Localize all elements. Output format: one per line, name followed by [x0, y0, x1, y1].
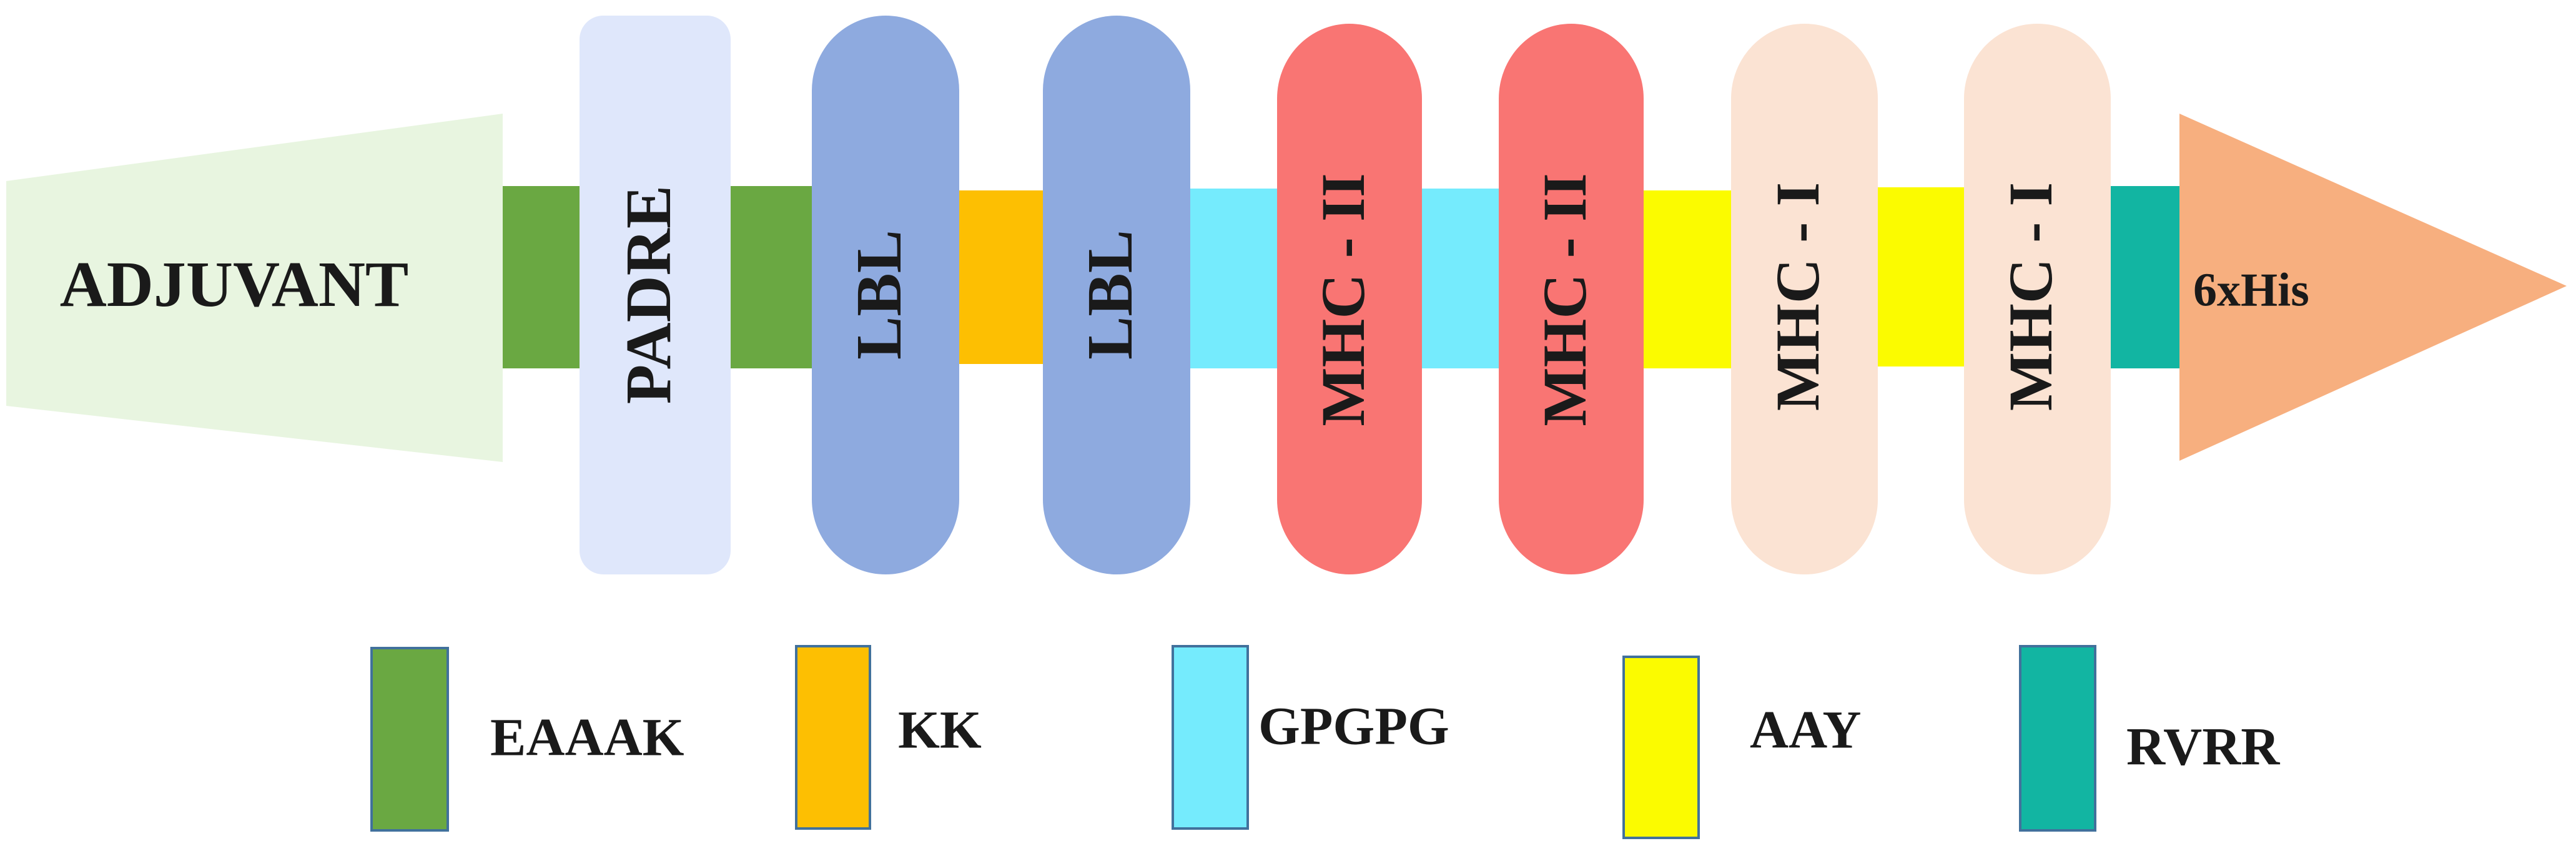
legend-label-gpgpg: GPGPG	[1258, 696, 1449, 756]
linker-aay-2	[1873, 187, 1970, 366]
legend-swatch-rvrr	[2019, 645, 2096, 832]
legend-swatch-gpgpg	[1172, 645, 1249, 830]
legend-swatch-eaaak	[370, 647, 449, 832]
linker-gpgpg-2	[1408, 189, 1505, 368]
mhc1-block-1	[1731, 24, 1878, 574]
legend-label-rvrr: RVRR	[2126, 717, 2280, 777]
legend-label-aay: AAY	[1750, 700, 1861, 760]
legend-item-aay: AAY	[1622, 656, 1861, 839]
legend: EAAAK KK GPGPG AAY RVRR	[370, 645, 2280, 839]
linker-aay-1	[1639, 190, 1736, 368]
lbl-label-1: LBL	[843, 230, 915, 360]
lbl-block-2	[1043, 16, 1190, 574]
padre-block	[580, 16, 731, 574]
mhc1-block-2	[1964, 24, 2111, 574]
lbl-label-2: LBL	[1074, 230, 1146, 360]
mhc2-block-1	[1277, 24, 1422, 574]
linker-gpgpg-1	[1180, 189, 1280, 368]
legend-swatch-kk	[795, 645, 871, 830]
adjuvant-label: ADJUVANT	[60, 248, 409, 320]
padre-label: PADRE	[613, 185, 684, 405]
mhc2-label-1: MHC - II	[1308, 173, 1378, 426]
his-tag-arrow	[2179, 114, 2567, 461]
linker-eaaak-1	[500, 186, 584, 368]
legend-label-kk: KK	[898, 700, 982, 760]
legend-item-rvrr: RVRR	[2019, 645, 2280, 832]
adjuvant-block	[6, 114, 503, 462]
legend-item-kk: KK	[795, 645, 982, 830]
legend-label-eaaak: EAAAK	[490, 707, 684, 767]
mhc1-label-1: MHC - I	[1763, 182, 1832, 411]
lbl-block-1	[812, 16, 959, 574]
legend-item-gpgpg: GPGPG	[1172, 645, 1449, 830]
mhc1-label-2: MHC - I	[1996, 182, 2065, 411]
mhc2-label-2: MHC - II	[1530, 173, 1599, 426]
his-tag-label: 6xHis	[2193, 263, 2309, 316]
legend-item-eaaak: EAAAK	[370, 647, 684, 832]
linker-rvrr	[2105, 186, 2183, 368]
mhc2-block-2	[1499, 24, 1644, 574]
legend-swatch-aay	[1622, 656, 1700, 839]
linker-kk	[949, 190, 1052, 364]
linker-eaaak-2	[724, 186, 818, 368]
